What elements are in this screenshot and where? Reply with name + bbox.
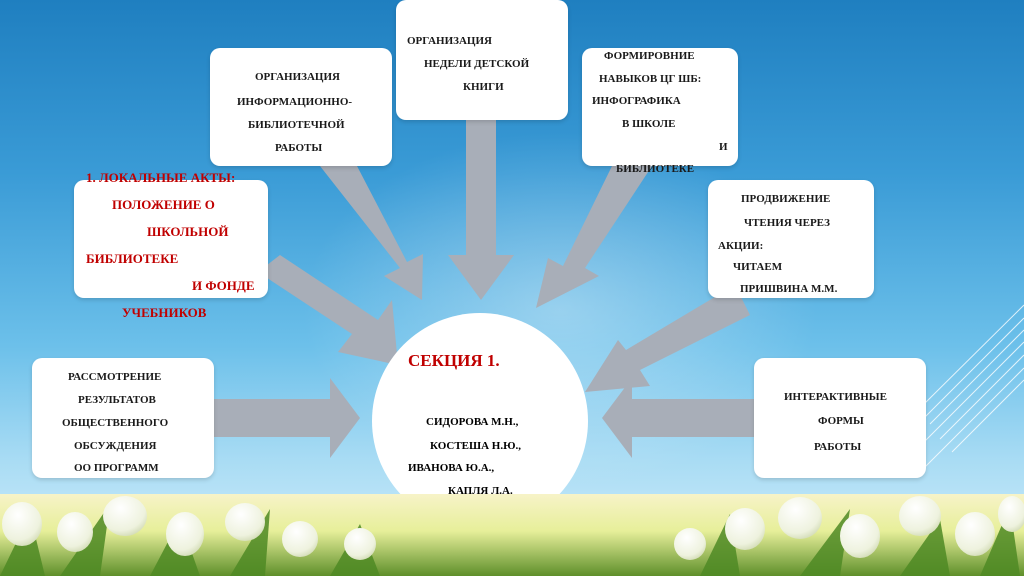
line: И [719,141,728,153]
line: АКЦИИ: [718,240,764,252]
line: ОРГАНИЗАЦИЯ [255,71,340,83]
center-title: СЕКЦИЯ 1. [408,351,500,370]
line: ФОРМЫ [818,415,864,427]
line: ОРГАНИЗАЦИЯ [407,35,492,47]
digital-skills-overflow-line: БИБЛИОТЕКЕ [616,163,695,175]
line: ФОРМИРОВНИЕ [604,50,695,62]
line: ОБСУЖДЕНИЯ [74,440,157,452]
line: ИНФОГРАФИКА [592,95,681,107]
center-name: СИДОРОВА М.Н., [426,416,519,428]
line: ИНФОРМАЦИОННО- [237,96,353,108]
line: И ФОНДЕ [192,278,255,293]
box-interactive-forms: ИНТЕРАКТИВНЫЕ ФОРМЫ РАБОТЫ [754,358,926,478]
line: ОБЩЕСТВЕННОГО [62,417,169,429]
line: КНИГИ [463,81,504,93]
center-name: ИВАНОВА Ю.А., [408,462,495,474]
line: УЧЕБНИКОВ [122,305,207,320]
arrow-left-upper [258,255,398,365]
line: ЧИТАЕМ [733,261,783,273]
box-childrens-book-week: ОРГАНИЗАЦИЯ НЕДЕЛИ ДЕТСКОЙ КНИГИ [396,0,568,120]
line: РАССМОТРЕНИЕ [68,371,162,383]
arrow-top [448,120,514,300]
line: НЕДЕЛИ ДЕТСКОЙ [424,58,530,70]
arrow-left [212,378,360,458]
box-digital-skills: ФОРМИРОВНИЕ НАВЫКОВ ЦГ ШБ: ИНФОГРАФИКА В… [582,48,738,166]
arrow-top-left [320,166,423,300]
line: РЕЗУЛЬТАТОВ [78,394,156,406]
box-public-discussion: РАССМОТРЕНИЕ РЕЗУЛЬТАТОВ ОБЩЕСТВЕННОГО О… [32,358,214,478]
local-acts-text: 1. ЛОКАЛЬНЫЕ АКТЫ: ПОЛОЖЕНИЕ О ШКОЛЬНОЙ … [74,168,294,328]
line: НАВЫКОВ ЦГ ШБ: [599,73,702,85]
tulip-strip-image [0,494,1024,576]
line: В ШКОЛЕ [622,118,676,130]
line: БИБЛИОТЕЧНОЙ [248,119,345,131]
arrow-right-upper [585,285,750,392]
line: ШКОЛЬНОЙ [147,224,229,239]
line: БИБЛИОТЕКЕ [86,251,179,266]
line: РАБОТЫ [275,142,323,154]
line: ПРОДВИЖЕНИЕ [741,193,831,205]
arrow-top-right [536,166,652,308]
line: ОО ПРОГРАММ [74,462,159,474]
line: 1. ЛОКАЛЬНЫЕ АКТЫ: [86,170,236,185]
arrow-right [602,378,760,458]
box-info-library-work: ОРГАНИЗАЦИЯ ИНФОРМАЦИОННО- БИБЛИОТЕЧНОЙ … [210,48,392,166]
line: ЧТЕНИЯ ЧЕРЕЗ [744,217,830,229]
center-name: КОСТЕША Н.Ю., [430,440,521,452]
line: ПРИШВИНА М.М. [740,283,838,295]
line: ПОЛОЖЕНИЕ О [112,197,215,212]
box-local-acts [74,180,268,298]
box-reading-promotion: ПРОДВИЖЕНИЕ ЧТЕНИЯ ЧЕРЕЗ АКЦИИ: ЧИТАЕМ П… [708,180,874,298]
line: РАБОТЫ [814,441,862,453]
line: ИНТЕРАКТИВНЫЕ [784,391,887,403]
